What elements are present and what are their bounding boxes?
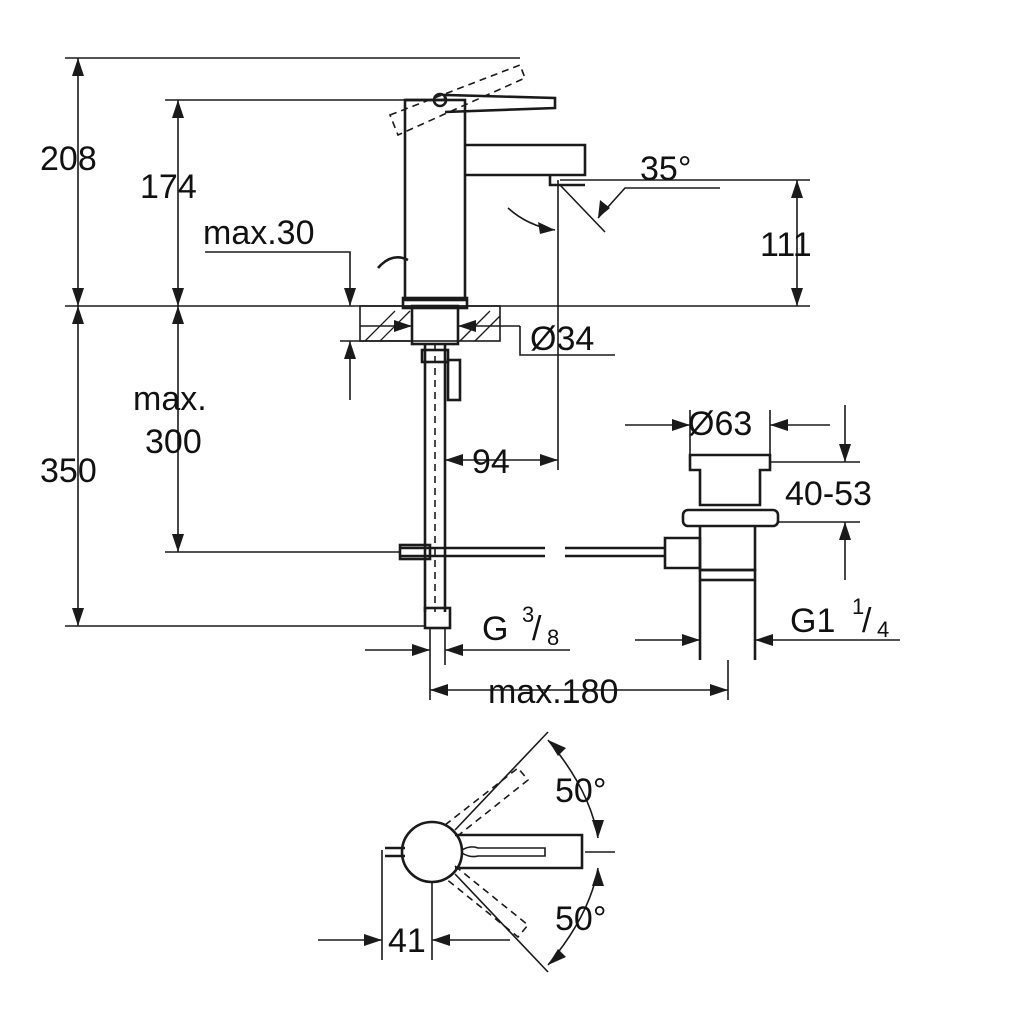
supply-thread-den: 8 xyxy=(547,625,559,650)
label-supply-thread: G 3 / 8 xyxy=(482,602,559,650)
supply-thread-slash: / xyxy=(532,610,542,648)
label-spout-height: 174 xyxy=(140,168,197,206)
waste-thread-den: 4 xyxy=(877,617,889,642)
label-rotation-down: 50° xyxy=(555,900,606,938)
label-max-below-deck: max. xyxy=(133,380,207,418)
waste-thread-num: 1 xyxy=(852,594,864,619)
label-waste-range: 40-53 xyxy=(785,475,872,513)
label-hole-diameter: Ø34 xyxy=(530,320,594,358)
label-waste-diameter: Ø63 xyxy=(688,405,752,443)
waste-thread-slash: / xyxy=(862,602,872,640)
label-waste-thread: G1 1 / 4 xyxy=(790,594,889,642)
dimension-lines xyxy=(65,57,900,700)
supply-thread-base: G xyxy=(482,610,508,648)
dimension-labels: 208 174 max.30 35° 111 Ø34 max. 300 350 … xyxy=(40,140,889,960)
waste-thread-base: G1 xyxy=(790,602,835,640)
label-total-height: 208 xyxy=(40,140,97,178)
waste-valve xyxy=(663,453,780,660)
supply-hose xyxy=(420,344,462,630)
label-spout-reach: 94 xyxy=(472,443,510,481)
label-lever-angle: 35° xyxy=(640,150,691,188)
faucet-top-view xyxy=(318,731,615,973)
label-lever-offset: 41 xyxy=(388,922,426,960)
label-max-waste-offset: max.180 xyxy=(488,673,618,711)
faucet-side-view xyxy=(377,63,587,310)
label-outlet-height: 111 xyxy=(760,226,812,264)
deck-section xyxy=(359,304,501,346)
label-below-deck-total: 350 xyxy=(40,452,97,490)
label-rotation-up: 50° xyxy=(555,772,606,810)
supply-thread-num: 3 xyxy=(522,602,534,627)
popup-rod xyxy=(398,543,665,561)
label-max-deck: max.30 xyxy=(203,214,315,252)
label-max-below-deck-value: 300 xyxy=(145,423,202,461)
